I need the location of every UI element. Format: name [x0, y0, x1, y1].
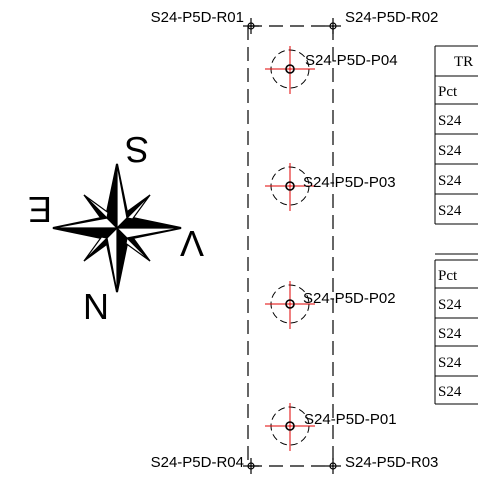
- point-label-p03: S24-P5D-P03: [303, 174, 396, 191]
- corner-marker-r04: [243, 458, 259, 474]
- compass-letter-v: V: [180, 223, 204, 264]
- table-cell: S24: [438, 326, 462, 342]
- table-cell: S24: [438, 384, 462, 400]
- corner-label-r02: S24-P5D-R02: [345, 9, 438, 26]
- table-cell: S24: [438, 297, 462, 313]
- table-cell: Pct: [438, 84, 458, 100]
- point-marker-p03: [265, 163, 315, 211]
- table-cell: S24: [438, 143, 462, 159]
- table-header: TR: [454, 54, 473, 70]
- point-label-p02: S24-P5D-P02: [303, 290, 396, 307]
- table-cell: S24: [438, 113, 462, 129]
- point-label-p01: S24-P5D-P01: [304, 411, 397, 428]
- parcel-boundary: [247, 25, 334, 467]
- point-marker-p02: [265, 281, 315, 329]
- corner-label-r03: S24-P5D-R03: [345, 454, 438, 471]
- table-cell: Pct: [438, 268, 458, 284]
- table-cell: S24: [438, 355, 462, 371]
- corner-marker-r02: [325, 18, 341, 34]
- compass-star-major: [52, 163, 182, 293]
- table-cell: S24: [438, 203, 462, 219]
- compass-letter-e: E: [28, 189, 52, 230]
- coordinates-table: [434, 45, 478, 405]
- corner-marker-r03: [325, 458, 341, 474]
- point-marker-p04: [265, 46, 315, 94]
- compass-rose: [52, 163, 182, 293]
- corner-label-r04: S24-P5D-R04: [151, 454, 244, 471]
- point-marker-p01: [265, 403, 315, 451]
- corner-marker-r01: [243, 18, 259, 34]
- compass-letter-n: N: [83, 286, 109, 327]
- table-cell: S24: [438, 173, 462, 189]
- corner-label-r01: S24-P5D-R01: [151, 9, 244, 26]
- point-label-p04: S24-P5D-P04: [305, 52, 398, 69]
- compass-letter-s: S: [125, 129, 149, 170]
